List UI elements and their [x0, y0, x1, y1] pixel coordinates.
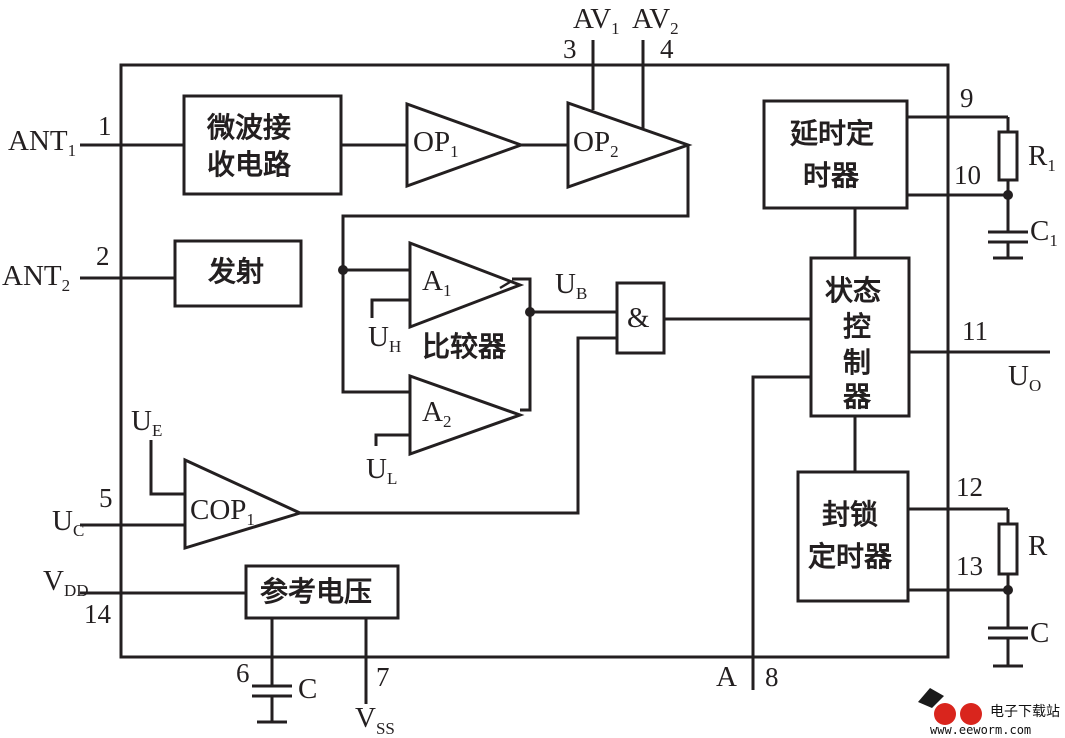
uo-label: UO [1008, 360, 1041, 395]
transmitter-block [173, 239, 303, 308]
pin-10: 10 [954, 160, 981, 190]
svg-text:OP1: OP1 [413, 126, 459, 161]
resistor-r1 [997, 130, 1019, 182]
pin-5: 5 [99, 483, 113, 513]
microwave-receiver-block [182, 94, 343, 196]
svg-text:状态: 状态 [825, 274, 881, 307]
state-controller-block [809, 256, 911, 418]
pin-11: 11 [962, 316, 988, 346]
a8-label: A [716, 661, 737, 693]
pin-3: 3 [563, 34, 577, 64]
pin-6: 6 [236, 658, 250, 688]
pin-9: 9 [960, 83, 974, 113]
svg-text:器: 器 [842, 380, 872, 413]
svg-text:UE: UE [131, 405, 162, 440]
comparator-a1 [408, 240, 525, 330]
cop1-comparator [183, 457, 305, 551]
pin-1: 1 [98, 111, 112, 141]
svg-text:AV1: AV1 [573, 3, 620, 38]
svg-text:微波接: 微波接 [206, 111, 291, 144]
svg-text:发射: 发射 [207, 255, 264, 288]
svg-text:VSS: VSS [355, 702, 395, 738]
watermark-url: www.eeworm.com [930, 723, 1031, 737]
op1-amplifier [405, 101, 526, 189]
svg-text:制: 制 [843, 346, 871, 379]
svg-text:COP1: COP1 [190, 494, 255, 529]
svg-text:UL: UL [366, 453, 397, 488]
svg-text:C: C [298, 673, 317, 705]
pin-7: 7 [376, 662, 390, 692]
uc-label: UC [52, 505, 84, 540]
resistor-r [997, 522, 1019, 576]
svg-text:参考电压: 参考电压 [260, 575, 372, 608]
svg-text:时器: 时器 [803, 159, 860, 192]
reference-voltage-block [244, 564, 400, 620]
svg-text:&: & [627, 302, 650, 334]
svg-text:封锁: 封锁 [822, 498, 878, 531]
pin-2: 2 [96, 241, 110, 271]
svg-text:OP2: OP2 [573, 126, 619, 161]
ic-outline [119, 63, 950, 659]
op2-amplifier [566, 100, 693, 190]
delay-timer-block [762, 99, 909, 210]
pin-8: 8 [765, 662, 779, 692]
ant1-label: ANT1 [8, 125, 76, 160]
ant2-label: ANT2 [2, 260, 70, 295]
lock-timer-block [796, 470, 910, 603]
svg-text:A1: A1 [422, 265, 451, 300]
vdd-label: VDD [43, 565, 89, 600]
comparator-a2 [408, 373, 525, 457]
pin-4: 4 [660, 34, 674, 64]
svg-text:控: 控 [843, 310, 871, 343]
svg-text:收电路: 收电路 [207, 148, 292, 181]
watermark-brand: 电子下载站 [990, 704, 1060, 720]
svg-text:R: R [1028, 530, 1048, 562]
watermark-logo: 电子下载站 www.eeworm.com [918, 688, 1060, 737]
svg-text:定时器: 定时器 [808, 540, 893, 573]
svg-text:UB: UB [555, 268, 587, 303]
svg-text:C1: C1 [1030, 215, 1058, 250]
pin-12: 12 [956, 472, 983, 502]
svg-text:AV2: AV2 [632, 3, 679, 38]
svg-text:UH: UH [368, 321, 401, 356]
svg-text:R1: R1 [1028, 140, 1056, 175]
pin-14: 14 [84, 599, 112, 629]
svg-text:A2: A2 [422, 396, 451, 431]
pin-13: 13 [956, 551, 983, 581]
svg-text:比较器: 比较器 [422, 330, 507, 363]
svg-text:C: C [1030, 617, 1049, 649]
svg-text:延时定: 延时定 [789, 117, 874, 150]
